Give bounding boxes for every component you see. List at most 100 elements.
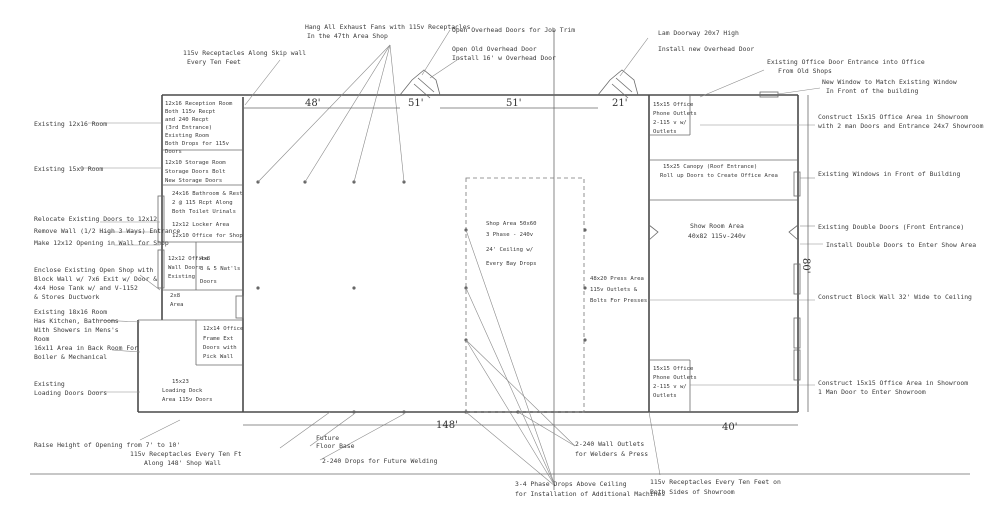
right-rooms xyxy=(648,91,801,412)
note-overhead-doors-3: Install 16' w Overhead Door xyxy=(452,54,556,62)
svg-text:2x8: 2x8 xyxy=(170,293,181,299)
svg-text:15x15 Office: 15x15 Office xyxy=(653,366,694,372)
svg-text:2-115 v w/: 2-115 v w/ xyxy=(653,384,687,390)
note-enclose-opening-2: Block Wall w/ 7x6 Exit w/ Door & xyxy=(34,275,157,283)
dim-bottom-left: 148' xyxy=(436,420,458,431)
svg-text:Both Drops for 115v: Both Drops for 115v xyxy=(165,141,230,147)
svg-text:12x10 Office for Shop: 12x10 Office for Shop xyxy=(172,233,243,239)
note-exhaust-fans-2: In the 47th Area Shop xyxy=(307,32,388,40)
office-top-right-label: 15x15 Office Phone Outlets 2-115 v w/ Ou… xyxy=(653,102,697,135)
note-remove-wall: Remove Wall (1/2 High 3 Ways) Entrance xyxy=(34,227,180,235)
svg-text:Bolts For Presses: Bolts For Presses xyxy=(590,298,647,304)
leader-lines xyxy=(82,29,823,487)
dim-top-small-right: 21' xyxy=(612,98,627,109)
overhead-door-left xyxy=(399,69,441,99)
svg-text:2 @ 115 Rcpt Along: 2 @ 115 Rcpt Along xyxy=(172,200,233,206)
note-boiler-room: 16x11 Area in Back Room For xyxy=(34,344,138,352)
note-loading-doors-2: Loading Doors Doors xyxy=(34,389,107,397)
svg-text:Show Room Area: Show Room Area xyxy=(690,222,744,230)
note-new-window: New Window to Match Existing Window xyxy=(822,78,957,86)
svg-text:Wall Doors: Wall Doors xyxy=(168,265,202,271)
svg-text:Existing Room: Existing Room xyxy=(165,133,209,139)
note-raise-height: Raise Height of Opening from 7' to 10' xyxy=(34,441,180,449)
note-three-phase-2: for Installation of Additional Machines xyxy=(515,490,665,498)
canopy-label: 15x25 Canopy (Roof Entrance) Roll up Doo… xyxy=(660,164,778,179)
room-r1-label: 12x16 Reception Room Both 115v Recpt and… xyxy=(165,101,233,155)
svg-text:12x10 Storage Room: 12x10 Storage Room xyxy=(165,160,226,166)
building-outline xyxy=(137,30,799,490)
note-make-opening: Make 12x12 Opening in Wall for Shop xyxy=(34,239,169,247)
left-rooms xyxy=(157,149,244,366)
overhead-door-right xyxy=(597,69,639,99)
svg-text:12x12 Office: 12x12 Office xyxy=(168,256,209,262)
dimension-lines xyxy=(30,95,970,475)
note-receptacles-showroom-2: Both Sides of Showroom xyxy=(650,488,735,496)
press-area-label: 48x20 Press Area 115v Outlets & Bolts Fo… xyxy=(590,276,647,304)
note-existing-room: Existing 12x16 Room xyxy=(34,120,107,128)
note-three-phase: 3-4 Phase Drops Above Ceiling xyxy=(515,480,627,488)
svg-text:24' Ceiling w/: 24' Ceiling w/ xyxy=(486,247,533,253)
note-existing-room-6: Room xyxy=(34,335,50,343)
svg-text:Doors: Doors xyxy=(200,279,217,285)
room-r3-label: 24x16 Bathroom & Rest 2 @ 115 Rcpt Along… xyxy=(172,191,243,239)
svg-text:Loading Dock: Loading Dock xyxy=(162,388,203,394)
note-receptacles-showroom: 115v Receptacles Every Ten Feet on xyxy=(650,478,781,486)
svg-text:12x12 Locker Area: 12x12 Locker Area xyxy=(172,222,229,228)
note-drops-future: 2-240 Drops for Future Welding xyxy=(322,457,438,465)
note-double-doors: Existing Double Doors (Front Entrance) xyxy=(818,223,964,231)
svg-text:Storage Doors Bolt: Storage Doors Bolt xyxy=(165,169,226,175)
svg-text:Area: Area xyxy=(170,302,183,308)
room-r2-label: 12x10 Storage Room Storage Doors Bolt Ne… xyxy=(165,160,226,184)
svg-text:2-115 v w/: 2-115 v w/ xyxy=(653,120,687,126)
svg-text:15x15 Office: 15x15 Office xyxy=(653,102,694,108)
svg-text:12x16 Reception Room: 12x16 Reception Room xyxy=(165,101,233,107)
dim-top-mid: 51' xyxy=(506,98,521,109)
svg-text:Both 115v Recpt: Both 115v Recpt xyxy=(165,109,216,115)
room-r5-label: 4x8 3 & 5 Nat'ls Doors xyxy=(200,256,240,285)
note-future-bases-2: Floor Base xyxy=(316,442,355,450)
note-exhaust-fans: Hang All Exhaust Fans with 115v Receptac… xyxy=(305,23,471,31)
shop-area-outline xyxy=(465,177,585,413)
svg-text:15x25 Canopy (Roof Entrance): 15x25 Canopy (Roof Entrance) xyxy=(663,164,757,170)
svg-text:Roll up Doors to Create Office: Roll up Doors to Create Office Area xyxy=(660,173,778,179)
note-right-door: Lam Doorway 20x7 High xyxy=(658,29,739,37)
note-existing-room-5: With Showers in Mens's xyxy=(34,326,119,334)
svg-text:and 240 Recpt: and 240 Recpt xyxy=(165,117,209,123)
dim-right-side: 80' xyxy=(800,258,811,273)
svg-text:Pick Wall: Pick Wall xyxy=(203,354,233,360)
note-enclose-opening-4: & Stores Ductwork xyxy=(34,293,100,301)
note-future-bases: Future xyxy=(316,434,339,442)
svg-text:40x82 115v-240v: 40x82 115v-240v xyxy=(688,232,746,240)
drop-points xyxy=(256,180,587,414)
note-receptacles-shop-2: Along 148' Shop Wall xyxy=(144,459,221,467)
note-new-window-2: In Front of the building xyxy=(826,87,918,95)
svg-text:15x23: 15x23 xyxy=(172,379,189,385)
svg-text:Outlets: Outlets xyxy=(653,393,677,399)
note-office-area-b-2: 1 Man Door to Enter Showroom xyxy=(818,388,926,396)
note-office-area-2: with 2 man Doors and Entrance 24x7 Showr… xyxy=(818,122,984,130)
note-wall-outlets: 2-240 Wall Outlets xyxy=(575,440,644,448)
note-block-wall: Construct Block Wall 32' Wide to Ceiling xyxy=(818,293,972,301)
note-existing-room-4: Has Kitchen, Bathrooms xyxy=(34,317,119,325)
room-r4-label: 12x12 Office Wall Doors Existing xyxy=(168,256,209,280)
note-enclose-opening-3: 4x4 Hose Tank w/ and V-1152 xyxy=(34,284,138,292)
svg-text:Every Bay Drops: Every Bay Drops xyxy=(486,261,537,267)
note-office-area-b: Construct 15x15 Office Area in Showroom xyxy=(818,379,968,387)
showroom-label: Show Room Area 40x82 115v-240v xyxy=(688,222,746,240)
dim-top-left: 48' xyxy=(305,98,320,109)
svg-text:(3rd Entrance): (3rd Entrance) xyxy=(165,125,212,131)
note-loading-doors: Existing xyxy=(34,380,65,388)
note-wall-outlets-2: for Welders & Press xyxy=(575,450,648,458)
svg-text:48x20 Press Area: 48x20 Press Area xyxy=(590,276,644,282)
note-boiler-room-2: Boiler & Mechanical xyxy=(34,353,107,361)
svg-text:Doors with: Doors with xyxy=(203,345,237,351)
room-r6-label: 2x8 Area xyxy=(170,293,183,308)
svg-text:Doors: Doors xyxy=(165,149,182,155)
svg-text:3 Phase - 240v: 3 Phase - 240v xyxy=(486,232,534,238)
svg-text:12x14 Office: 12x14 Office xyxy=(203,326,244,332)
svg-text:Shop Area 50x60: Shop Area 50x60 xyxy=(486,221,537,227)
note-office-entrance: Existing Office Door Entrance into Offic… xyxy=(767,58,925,66)
svg-text:24x16 Bathroom & Rest: 24x16 Bathroom & Rest xyxy=(172,191,243,197)
note-relocate-doors: Relocate Existing Doors to 12x12 xyxy=(34,215,157,223)
note-office-area: Construct 15x15 Office Area in Showroom xyxy=(818,113,968,121)
